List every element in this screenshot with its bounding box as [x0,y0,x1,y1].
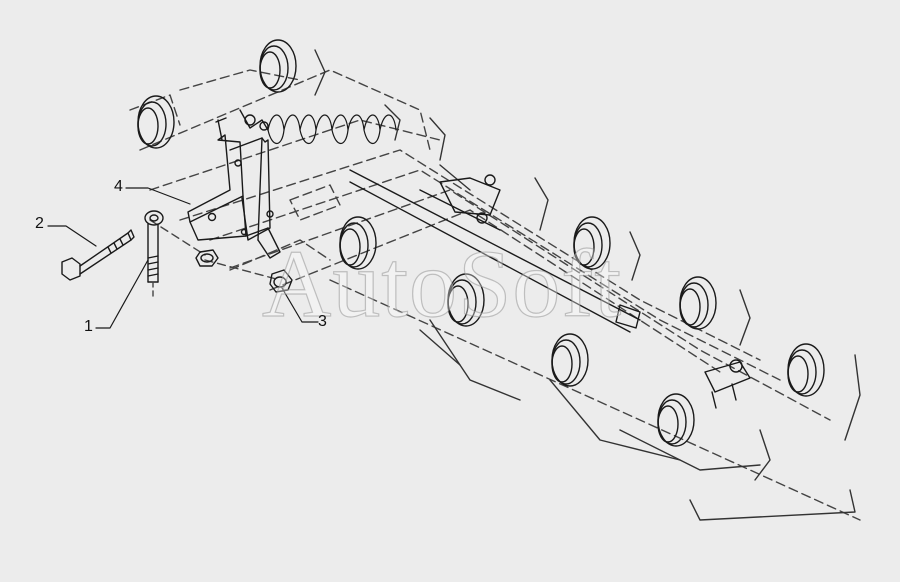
tine-coil [679,276,717,330]
tine-coil [259,39,297,93]
leader-lines [47,187,319,329]
leader-line-3 [281,287,319,323]
bracket-part-4 [187,109,281,259]
tine-bar-outline [129,69,861,521]
callout-2: 2 [35,215,44,232]
tine-wires [314,49,861,521]
callout-4: 4 [114,178,123,195]
tine-clamp [704,359,751,409]
tine-coil [573,216,611,270]
tine-coil [137,95,175,149]
tine-coils [137,39,825,447]
rake-rod [349,169,641,333]
assembly-axis [149,219,281,281]
leader-line-4 [125,187,191,205]
nut-lower [195,249,219,267]
callout-3: 3 [318,313,327,330]
tine-coil [551,333,589,387]
tine-coil [447,273,485,327]
tine-coil [787,343,825,397]
eye-bolt-part-1 [144,210,164,299]
leader-line-1 [95,259,149,329]
bolt-part-2 [61,229,135,281]
tine-coil [339,216,377,270]
leader-line-2 [47,225,97,247]
tine-coil [657,393,695,447]
tension-spring [267,114,397,145]
callout-1: 1 [84,318,93,335]
nut-part-3 [269,269,293,293]
